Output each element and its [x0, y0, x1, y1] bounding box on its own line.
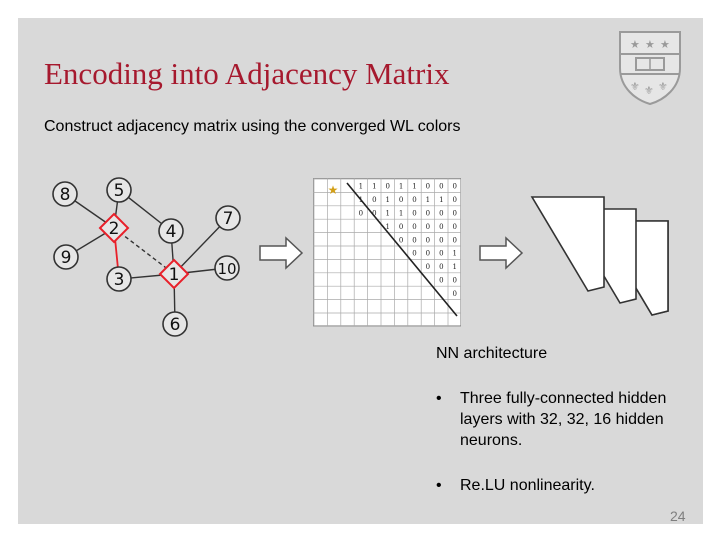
slide-subtitle: Construct adjacency matrix using the con…: [44, 118, 461, 135]
node-8-label: 8: [60, 185, 71, 205]
matrix-cell: 1: [452, 263, 456, 271]
bullet-marker: •: [436, 390, 442, 407]
matrix-cell: 0: [399, 223, 403, 231]
matrix-cell: 1: [452, 250, 456, 258]
matrix-cell: 0: [399, 196, 403, 204]
matrix-cell: 0: [439, 223, 443, 231]
nn-architecture-heading: NN architecture: [436, 345, 548, 362]
matrix-cell: 0: [412, 196, 416, 204]
matrix-cell: 0: [452, 210, 456, 218]
matrix-cell: 0: [452, 277, 456, 285]
right-arrow-icon: [259, 236, 304, 270]
neural-network-layers-diagram: [530, 196, 669, 316]
matrix-cell: 0: [412, 236, 416, 244]
matrix-cell: 1: [385, 196, 389, 204]
matrix-cell: 0: [439, 183, 443, 191]
matrix-cell: 0: [426, 223, 430, 231]
bullet-text: Re.LU nonlinearity.: [460, 477, 595, 494]
university-crest-icon: ★ ★ ★ ⚜ ⚜ ⚜: [619, 31, 681, 106]
node-10-label: 10: [217, 260, 236, 278]
matrix-cell: 0: [426, 250, 430, 258]
node-4-label: 4: [166, 222, 177, 242]
bullet-marker: •: [436, 477, 442, 494]
matrix-cell: 0: [359, 210, 363, 218]
matrix-cell: 0: [439, 236, 443, 244]
star-icon: ★: [328, 183, 339, 197]
matrix-cell: 0: [412, 250, 416, 258]
matrix-cell: 0: [426, 263, 430, 271]
matrix-cell: 1: [385, 210, 389, 218]
node-5-label: 5: [114, 181, 125, 201]
matrix-cell: 1: [385, 223, 389, 231]
matrix-cell: 1: [372, 183, 376, 191]
node-7-label: 7: [223, 209, 234, 229]
matrix-cell: 0: [452, 236, 456, 244]
matrix-cell: 1: [426, 196, 430, 204]
svg-text:⚜: ⚜: [644, 84, 654, 97]
matrix-cell: 0: [439, 263, 443, 271]
node-9-label: 9: [61, 248, 72, 268]
matrix-cell: 0: [452, 290, 456, 298]
matrix-cell: 0: [385, 183, 389, 191]
svg-text:⚜: ⚜: [658, 80, 668, 93]
slide-title: Encoding into Adjacency Matrix: [44, 56, 450, 91]
matrix-cell: 0: [399, 236, 403, 244]
node-1-label: 1: [169, 265, 180, 285]
page-number: 24: [670, 508, 686, 524]
svg-text:★: ★: [630, 38, 640, 51]
matrix-cell: 0: [452, 183, 456, 191]
svg-text:★: ★: [645, 38, 655, 51]
node-3-label: 3: [114, 270, 125, 290]
svg-text:⚜: ⚜: [630, 80, 640, 93]
matrix-cell: 0: [372, 196, 376, 204]
matrix-cell: 1: [412, 183, 416, 191]
matrix-cell: 1: [439, 196, 443, 204]
wl-graph-diagram: 8 5 2 4 7 9 1 10 3 6: [52, 177, 241, 337]
matrix-cell: 1: [399, 210, 403, 218]
matrix-cell: 0: [412, 210, 416, 218]
matrix-cell: 0: [439, 210, 443, 218]
matrix-cell: 0: [452, 223, 456, 231]
matrix-cell: 1: [359, 183, 363, 191]
matrix-cell: 0: [426, 183, 430, 191]
matrix-cell: 1: [399, 183, 403, 191]
node-6-label: 6: [170, 315, 181, 335]
matrix-cell: 0: [452, 196, 456, 204]
slide-panel: Encoding into Adjacency Matrix Construct…: [18, 18, 703, 524]
matrix-cell: 0: [439, 250, 443, 258]
matrix-cell: 0: [426, 210, 430, 218]
matrix-cell: 0: [426, 236, 430, 244]
bullet-text: Three fully-connected hidden layers with…: [460, 390, 667, 449]
svg-text:★: ★: [660, 38, 670, 51]
adjacency-matrix: ★ 1 1 0 1 1 0 0 0 1 0 1 0 0 1 1 0 0 0 1 1 0 0 0 0 1 0 0 0 0 0 0 0 0 0 0 0 0 0…: [313, 178, 461, 327]
node-2-label: 2: [109, 219, 120, 239]
matrix-cell: 0: [439, 277, 443, 285]
right-arrow-icon-2: [479, 236, 524, 270]
matrix-cell: 0: [372, 210, 376, 218]
matrix-cell: 0: [412, 223, 416, 231]
matrix-cell: 1: [359, 196, 363, 204]
